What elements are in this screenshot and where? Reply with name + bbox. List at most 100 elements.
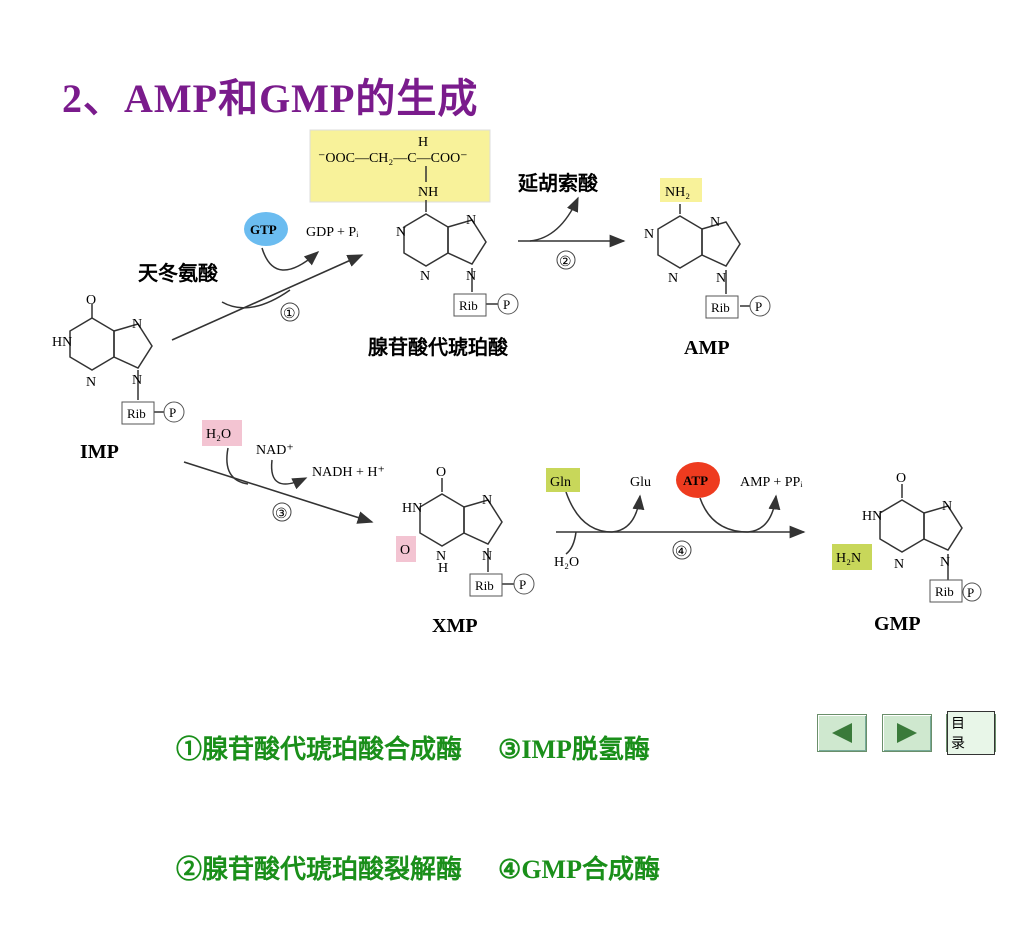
atp-label: ATP [683, 473, 708, 488]
amp-ppi-label: AMP + PPᵢ [740, 475, 803, 490]
xmp-p: P [519, 577, 526, 592]
pathway-diagram: O HN N N N Rib P IMP 天冬氨酸 GTP GDP + Pᵢ ①… [52, 129, 982, 637]
gmp-h2n: H₂N [836, 551, 861, 566]
amp-n3: N [668, 271, 678, 286]
step4-circle [672, 540, 692, 560]
xmp-phosphate [513, 573, 535, 595]
imp-molecule [69, 304, 166, 413]
glu-label: Glu [630, 475, 651, 490]
triangle-left-icon [832, 723, 852, 743]
page-title: 2、AMP和GMP的生成 [62, 76, 479, 121]
succinyl-h: H [418, 135, 428, 150]
amp-nh2-highlight [660, 178, 702, 202]
imp-rib-box [121, 401, 155, 425]
xmp-hn: HN [402, 501, 422, 516]
next-button[interactable] [882, 714, 932, 752]
amp-rib: Rib [711, 300, 730, 315]
nad-arrow [270, 459, 308, 490]
gmp-hn: HN [862, 509, 882, 524]
toc-label: 目 录 [947, 711, 995, 755]
nadh-label: NADH + H⁺ [312, 465, 385, 480]
gln-arrow [565, 491, 613, 533]
h2o-highlight [202, 420, 242, 446]
as-rib-box [453, 293, 487, 317]
as-p: P [503, 297, 510, 312]
enzyme-1: ①腺苷酸代琥珀酸合成酶 [176, 735, 463, 764]
gln-highlight [546, 468, 580, 492]
atp-arrow [699, 497, 749, 533]
adenylosuccinate-ring [403, 166, 498, 305]
xmp-rib: Rib [475, 578, 494, 593]
gmp-n3: N [894, 557, 904, 572]
gln-label: Gln [550, 475, 571, 490]
h2o-bottom-label: H₂O [554, 555, 579, 570]
gdp-pi-label: GDP + Pᵢ [306, 225, 359, 240]
succinyl-highlight [309, 129, 491, 203]
amp-p: P [755, 299, 762, 314]
step3-circle [272, 502, 292, 522]
imp-rib: Rib [127, 406, 146, 421]
toc-button[interactable]: 目 录 [946, 711, 996, 755]
as-n1: N [396, 225, 406, 240]
succinyl-nh: NH [418, 185, 438, 200]
imp-n3: N [86, 375, 96, 390]
gmp-label: GMP [874, 613, 921, 635]
adenylosuccinate-label: 腺苷酸代琥珀酸 [368, 335, 509, 359]
enzyme-3: ③IMP脱氢酶 [498, 735, 650, 764]
atp-badge [676, 462, 720, 498]
as-rib: Rib [459, 298, 478, 313]
gmp-n7: N [942, 499, 952, 514]
as-n9: N [466, 269, 476, 284]
gmp-h2n-highlight [832, 544, 872, 570]
aspartate-label: 天冬氨酸 [138, 261, 219, 285]
amp-n1: N [644, 227, 654, 242]
imp-label: IMP [80, 441, 119, 463]
glu-arrow [611, 494, 645, 533]
amp-phosphate [749, 295, 771, 317]
imp-n7: N [132, 317, 142, 332]
fumarate-arrow [529, 196, 579, 242]
xmp-o2: O [400, 543, 410, 558]
fumarate-label: 延胡索酸 [517, 171, 599, 195]
gtp-label: GTP [250, 222, 277, 237]
amp-ring [657, 204, 752, 307]
gmp-phosphate [962, 582, 982, 602]
as-phosphate [497, 293, 519, 315]
xmp-ring [419, 478, 514, 585]
gmp-rib-box [929, 579, 963, 603]
gmp-ring [879, 484, 966, 593]
step1-arrow [171, 254, 364, 341]
imp-phosphate [163, 401, 185, 423]
enzyme-4: ④GMP合成酶 [498, 855, 660, 884]
h2o-top-label: H₂O [206, 427, 231, 442]
imp-n9: N [132, 373, 142, 388]
gmp-o: O [896, 471, 906, 486]
step1-circle [280, 302, 300, 322]
xmp-n3: N [436, 549, 446, 564]
legend-row-1: ①腺苷酸代琥珀酸合成酶 ③IMP脱氢酶 [176, 730, 696, 770]
gmp-rib: Rib [935, 584, 954, 599]
imp-p: P [169, 405, 176, 420]
xmp-n9: N [482, 549, 492, 564]
xmp-rib-box [469, 573, 503, 597]
amp-n9: N [716, 271, 726, 286]
aspartate-arrow [221, 289, 291, 309]
imp-o: O [86, 293, 96, 308]
previous-button[interactable] [817, 714, 867, 752]
xmp-label: XMP [432, 615, 478, 637]
amp-ppi-arrow [747, 494, 781, 533]
step3-arrow [183, 461, 374, 524]
xmp-o2-highlight [396, 536, 416, 562]
gtp-arrow [261, 247, 320, 271]
as-n7: N [466, 213, 476, 228]
triangle-right-icon [897, 723, 917, 743]
gmp-p: P [967, 585, 974, 600]
xmp-n7: N [482, 493, 492, 508]
step4-label: ④ [675, 545, 688, 560]
amp-rib-box [705, 295, 739, 319]
step2-circle [556, 250, 576, 270]
gtp-badge [244, 212, 288, 246]
as-n3: N [420, 269, 430, 284]
